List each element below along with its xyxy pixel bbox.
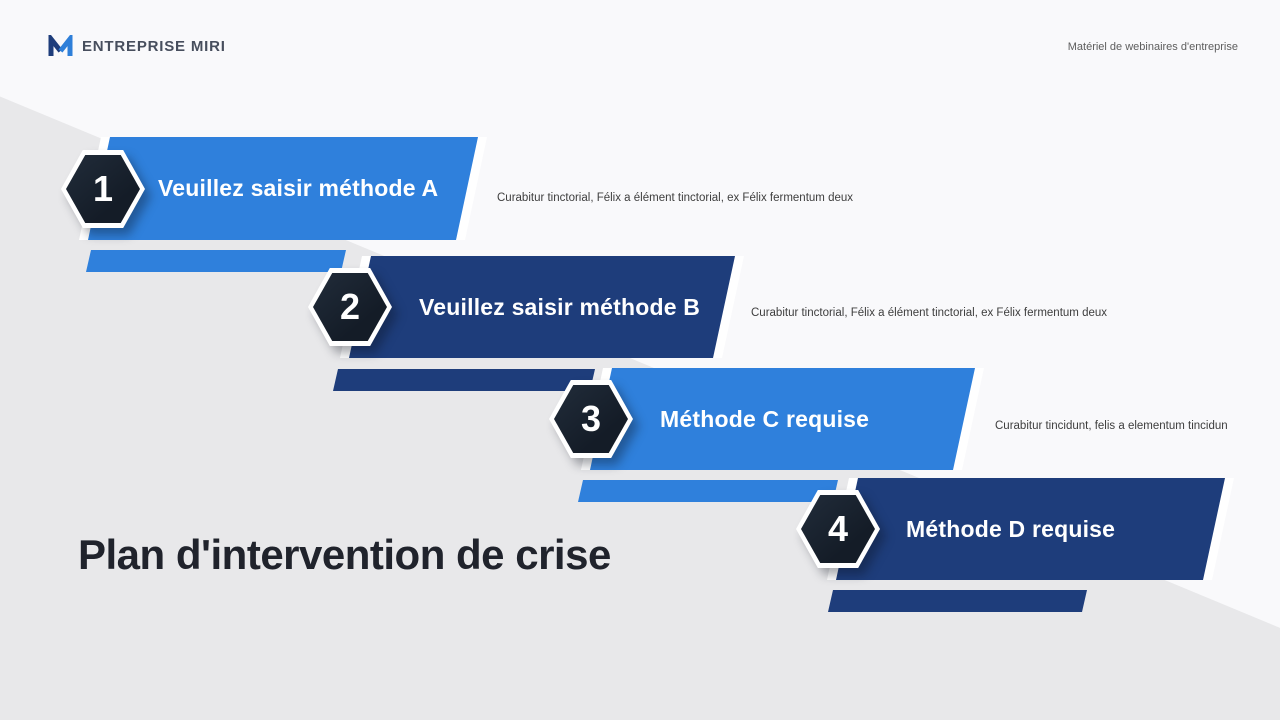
step-label: Méthode C requise [660, 405, 870, 432]
step-banner-plate: Veuillez saisir méthode B [340, 256, 744, 358]
step-banner-tail [333, 369, 595, 391]
step-description: Curabitur tinctorial, Félix a élément ti… [751, 307, 1108, 319]
step-banner-tail [828, 590, 1087, 612]
step-banner-plate: Méthode D requise [827, 478, 1234, 580]
step-banner: Méthode D requise [836, 478, 1225, 580]
step-description: Curabitur tincidunt, felis a elementum t… [995, 420, 1228, 432]
step-number-hexagon: 1 [61, 150, 145, 228]
brand-name: ENTREPRISE MIRI [82, 37, 226, 55]
step-number-hexagon: 4 [796, 490, 880, 568]
step-number: 2 [339, 286, 361, 327]
step-description: Curabitur tinctorial, Félix a élément ti… [497, 192, 854, 204]
step-banner: Veuillez saisir méthode A [88, 137, 478, 240]
step-banner-tail [86, 250, 346, 272]
step-label: Méthode D requise [906, 515, 1116, 542]
step-banner: Veuillez saisir méthode B [349, 256, 735, 358]
step-number: 4 [827, 508, 849, 549]
step-banner-tail [578, 480, 838, 502]
brand-logo-m-icon [48, 35, 73, 56]
step-label: Veuillez saisir méthode A [158, 175, 439, 201]
step-banner-plate: Méthode C requise [581, 368, 984, 470]
step-banner-plate: Veuillez saisir méthode A [79, 137, 487, 240]
step-label: Veuillez saisir méthode B [419, 293, 701, 320]
step-banner: Méthode C requise [590, 368, 975, 470]
header-tagline: Matériel de webinaires d'entreprise [1067, 41, 1238, 53]
brand: ENTREPRISE MIRI [48, 35, 226, 57]
step-number-hexagon: 3 [549, 380, 633, 458]
step-number-hexagon: 2 [308, 268, 392, 346]
step-number: 1 [92, 168, 114, 209]
step-number: 3 [580, 398, 602, 439]
slide-title: Plan d'intervention de crise [78, 531, 611, 578]
